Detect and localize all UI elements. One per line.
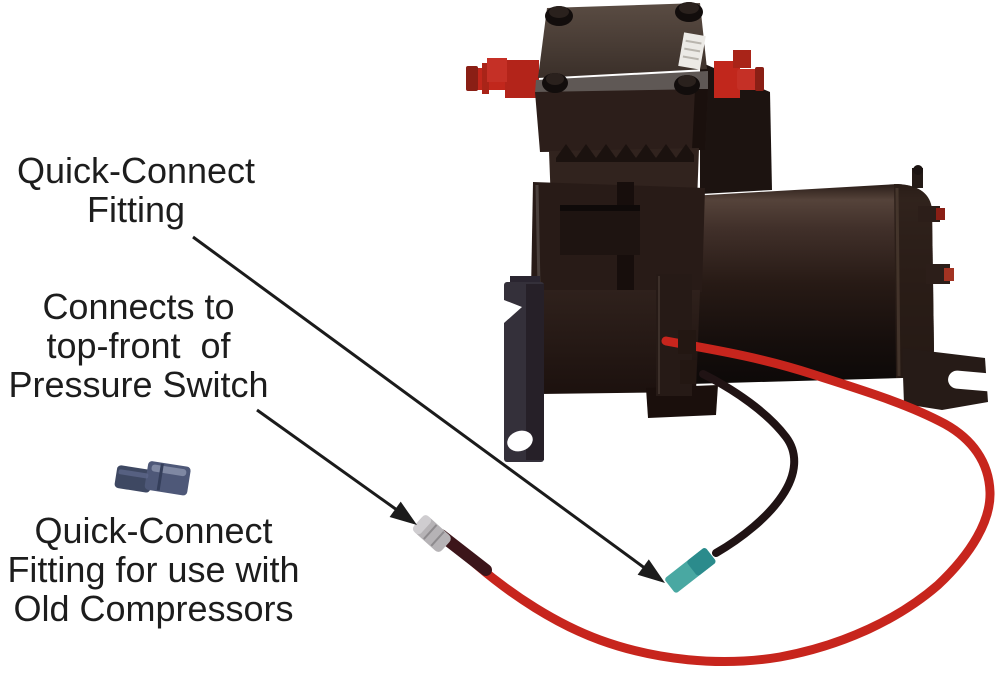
- red-fitting-left: [466, 58, 539, 98]
- label-line: Pressure Switch: [8, 364, 269, 405]
- label-line: Quick-Connect: [34, 510, 273, 551]
- wire-clamp: [680, 360, 696, 384]
- label-old-compressor-fitting: Quick-Connect Fitting for use with Old C…: [0, 511, 307, 628]
- bracket-hole: [507, 430, 533, 452]
- motor-cylinder: [690, 165, 954, 384]
- gray-quick-connect-terminal: [412, 515, 492, 576]
- compressor: [466, 2, 999, 462]
- label-line: Old Compressors: [13, 588, 294, 629]
- head-bolt: [542, 73, 568, 93]
- label-line: Quick-Connect: [16, 150, 256, 191]
- quick-connect-fitting-arrow: [192, 235, 665, 583]
- motor-terminal-stud: [912, 168, 923, 188]
- motor-end-cap: [894, 184, 934, 378]
- mounting-bracket-left: [504, 276, 544, 462]
- product-label: [678, 32, 706, 70]
- pressure-switch-arrow: [256, 408, 417, 525]
- motor-terminal-red-top: [918, 206, 945, 222]
- head-bolt: [675, 2, 703, 22]
- label-pressure-switch-connection: Connects to top-front of Pressure Switch: [0, 287, 277, 404]
- label-line: top-front of: [46, 325, 231, 366]
- teal-quick-connect-terminal: [665, 548, 716, 593]
- pump-head: [535, 2, 708, 152]
- label-line: Fitting for use with: [7, 549, 300, 590]
- head-bolt: [545, 6, 573, 26]
- black-pressure-switch-wire: [699, 370, 799, 557]
- red-power-wire: [445, 336, 995, 667]
- label-line: Connects to: [42, 286, 235, 327]
- mounting-bracket-right: [902, 348, 999, 410]
- head-gasket-ridge: [556, 144, 694, 162]
- motor-terminal-red-bottom: [926, 264, 954, 284]
- head-bolt: [674, 75, 700, 95]
- label-quick-connect-fitting: Quick-Connect Fitting: [0, 151, 272, 229]
- spare-quick-connect-fitting: [114, 461, 191, 496]
- red-fitting-right: [714, 50, 764, 98]
- label-line: Fitting: [86, 189, 186, 230]
- wire-clamp: [678, 330, 696, 354]
